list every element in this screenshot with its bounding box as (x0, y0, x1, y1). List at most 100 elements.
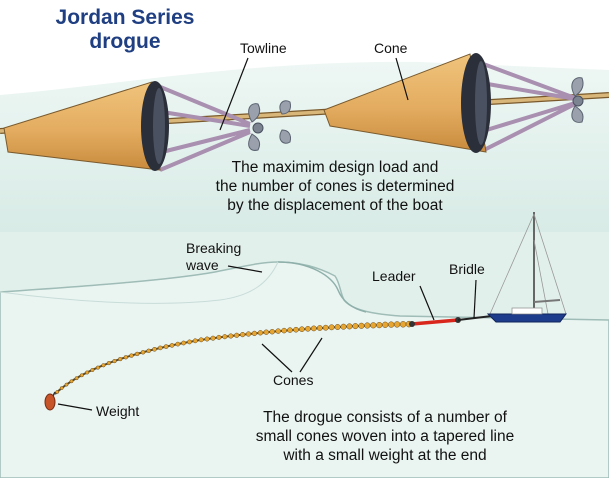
weight (44, 393, 56, 411)
drogue-cone (269, 328, 275, 335)
drogue-cone (263, 329, 269, 335)
cone-callout-line (395, 57, 409, 101)
sailboat-cabin (511, 307, 543, 315)
cones-callout-line-1 (261, 343, 293, 373)
top-caption: The maximim design load and the number o… (175, 158, 495, 215)
drogue-cone (181, 340, 186, 346)
drogue-cone (210, 335, 216, 341)
drogue-cone (129, 353, 134, 358)
drogue-cone (328, 324, 335, 331)
wave-crest-curl (277, 261, 367, 313)
drogue-cone (299, 326, 305, 333)
left-cone-harness (149, 84, 251, 172)
drogue-cone (388, 321, 395, 328)
leader-label: Leader (372, 268, 416, 284)
sailboat-hull (486, 313, 567, 323)
bottom-caption-line-3: with a small weight at the end (283, 447, 487, 464)
drogue-cone (85, 370, 90, 375)
drogue-cone (251, 330, 258, 337)
drogue-cone (275, 328, 281, 334)
drogue-cone (90, 367, 95, 373)
bottom-caption-line-1: The drogue consists of a number of (263, 409, 507, 426)
drogue-cone (364, 322, 371, 329)
drogue-cone (376, 321, 383, 329)
breaking-wave-label-line-1: Breaking (186, 240, 242, 256)
drogue-cone (352, 323, 359, 330)
drogue-cone (101, 363, 106, 368)
top-caption-line-1: The maximim design load and (231, 159, 439, 176)
drogue-cone (287, 327, 293, 333)
left-cone (3, 81, 251, 172)
drogue-cone (55, 390, 60, 394)
drogue-cone (59, 386, 64, 390)
drogue-cone (234, 332, 240, 338)
drogue-cone (293, 326, 299, 333)
cone-label: Cone (374, 40, 408, 56)
towline-callout-line (219, 57, 249, 131)
title-line-1: Jordan Series (55, 6, 195, 29)
leader-shackle-aft (409, 321, 415, 327)
drogue-cone (216, 334, 222, 340)
cones-label: Cones (273, 372, 314, 388)
drogue-cone (316, 325, 323, 331)
bridle-line (457, 315, 493, 321)
drogue-cone (192, 338, 198, 344)
drogue-cone (152, 347, 157, 352)
towline-label: Towline (240, 40, 287, 56)
drogue-cone (346, 323, 353, 330)
drogue-cone (310, 325, 317, 332)
drogue-cone (393, 321, 401, 328)
top-caption-line-3: by the displacement of the boat (227, 197, 443, 214)
drogue-cone (169, 343, 175, 348)
drogue-cone (175, 341, 181, 347)
drogue-cone (222, 334, 228, 340)
drogue-cone (281, 327, 287, 334)
bridle-label: Bridle (449, 261, 485, 277)
drogue-cone (64, 382, 69, 387)
drogue-cone (340, 323, 347, 330)
right-cone (323, 53, 576, 153)
drogue-cone (146, 348, 151, 354)
drogue-cone (69, 379, 74, 384)
breaking-wave-label-line-2: wave (186, 257, 219, 273)
drogue-cone (257, 330, 264, 336)
sailboat-boom (533, 299, 561, 303)
cones-callout-line-2 (299, 337, 323, 373)
breaking-wave-callout-line (227, 265, 263, 273)
drogue-cone (245, 331, 252, 337)
drogue-cone (240, 332, 246, 338)
sailboat (486, 212, 567, 323)
drogue-cone (140, 350, 146, 355)
drogue-cone (305, 325, 311, 332)
swivel-right (571, 77, 584, 123)
drogue-cone (358, 322, 365, 329)
right-cone-harness (475, 60, 576, 152)
drogue-cone (204, 336, 210, 342)
breaking-wave-label: Breaking wave (186, 240, 241, 274)
drogue-cone (106, 361, 111, 366)
bottom-caption-line-2: small cones woven into a tapered line (255, 428, 515, 445)
bottom-caption: The drogue consists of a number of small… (215, 408, 555, 465)
drogue-cone (198, 337, 204, 343)
drogue-cone (112, 359, 117, 364)
drogue-cone (370, 322, 377, 329)
drogue-cone (74, 376, 79, 381)
drogue-cone (382, 321, 389, 328)
diagram-title: Jordan Series drogue (40, 6, 210, 54)
leader-line (411, 318, 459, 326)
leader-callout-line (419, 285, 435, 321)
weight-callout-line (57, 403, 93, 411)
drogue-cone (399, 321, 407, 328)
wave-face (0, 261, 279, 304)
drogue-cone (334, 324, 341, 330)
drogue-cone (228, 333, 234, 339)
drogue-cones (55, 320, 413, 394)
title-line-2: drogue (89, 30, 161, 53)
drogue-cone (118, 356, 123, 362)
drogue-cone (123, 355, 128, 360)
drogue-cone (95, 365, 100, 370)
drogue-cone (163, 344, 169, 349)
drogue-cone (187, 339, 192, 345)
top-caption-line-2: the number of cones is determined (215, 178, 455, 195)
